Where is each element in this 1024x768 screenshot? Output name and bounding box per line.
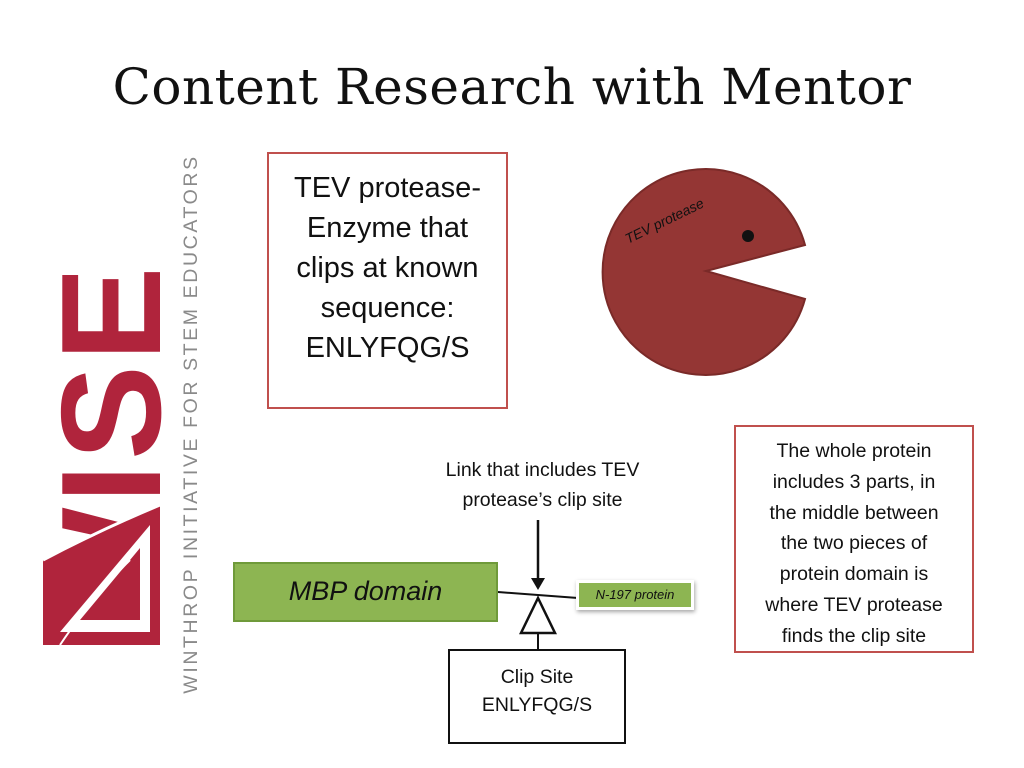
clip-site-line: ENLYFQG/S [481, 694, 593, 717]
whole-line: the two pieces of [780, 532, 928, 555]
down-arrow-icon [531, 520, 545, 590]
whole-protein-box: The whole protein includes 3 parts, in t… [734, 425, 974, 653]
domain-connector-line [497, 591, 579, 599]
whole-line: where TEV protease [765, 593, 943, 616]
link-label-line: Link that includes TEV [445, 459, 640, 481]
tev-line: ENLYFQG/S [305, 332, 470, 365]
whole-line: The whole protein [776, 440, 932, 462]
tev-protease-pacman: TEV protease [601, 168, 807, 376]
link-label: Link that includes TEV protease’s clip s… [420, 455, 665, 515]
whole-line: the middle between [769, 501, 939, 524]
pacman-eye-icon [742, 230, 754, 242]
whole-line: finds the clip site [781, 624, 927, 647]
tev-definition-box: TEV protease- Enzyme that clips at known… [267, 152, 508, 409]
sail-emblem-icon [42, 503, 161, 646]
link-label-line: protease’s clip site [462, 489, 623, 512]
clip-triangle-icon [519, 595, 557, 635]
n197-protein-box: N-197 protein [576, 580, 694, 610]
logo-tagline: WINTHROP INITIATIVE FOR STEM EDUCATORS [180, 154, 202, 693]
whole-line: includes 3 parts, in [772, 470, 936, 493]
clip-site-box: Clip Site ENLYFQG/S [448, 649, 626, 744]
tev-line: sequence: [320, 292, 455, 325]
wise-logo: WISE WINTHROP INITIATIVE FOR STEM EDUCAT… [32, 154, 202, 693]
tev-line: clips at known [296, 252, 479, 285]
tev-line: Enzyme that [306, 212, 469, 245]
whole-line: protein domain is [779, 563, 929, 586]
mbp-domain-box: MBP domain [233, 562, 498, 622]
clip-site-line: Clip Site [500, 666, 574, 688]
tev-line: TEV protease- [294, 172, 481, 204]
slide-title: Content Research with Mentor [112, 58, 912, 116]
pacman-body [601, 168, 807, 376]
